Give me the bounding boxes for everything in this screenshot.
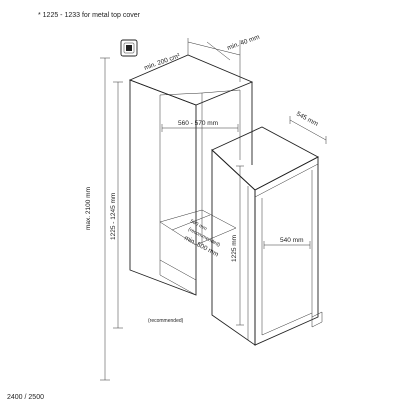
height-dimensions: max. 2100 mm 1225 - 1245 mm bbox=[85, 57, 123, 381]
max-2100-label: max. 2100 mm bbox=[85, 187, 92, 230]
top-dimensions: min. 200 cm² min. 40 mm bbox=[143, 34, 261, 82]
niche-1225-1245-label: 1225 - 1245 mm bbox=[110, 193, 117, 240]
top-cover-note: * 1225 - 1233 for metal top cover bbox=[38, 12, 140, 19]
niche-depth-labels: 560 mm (recommended) min. 500 mm bbox=[183, 218, 221, 258]
ventilation-grille-icon bbox=[120, 39, 138, 57]
depth-545-label: 545 mm bbox=[295, 111, 319, 128]
width-560-570-label: 560 - 570 mm bbox=[178, 120, 218, 127]
appliance-width-dimension: 540 mm bbox=[263, 237, 311, 249]
appliance-fridge bbox=[211, 126, 323, 346]
cabinet-housing bbox=[128, 54, 254, 296]
model-number: 2400 / 2500 bbox=[7, 394, 44, 401]
niche-width-dimension: 560 - 570 mm bbox=[161, 120, 239, 132]
appliance-width-540-label: 540 mm bbox=[280, 237, 303, 244]
recommended-note: (recommended) bbox=[148, 318, 184, 324]
appliance-depth-dimension: 545 mm bbox=[289, 111, 327, 144]
appliance-height-dimension: 1225 mm bbox=[231, 165, 244, 326]
min-40-mm-label: min. 40 mm bbox=[226, 34, 260, 52]
appliance-1225-label: 1225 mm bbox=[231, 235, 238, 262]
min-200-cm2-label: min. 200 cm² bbox=[143, 52, 181, 72]
